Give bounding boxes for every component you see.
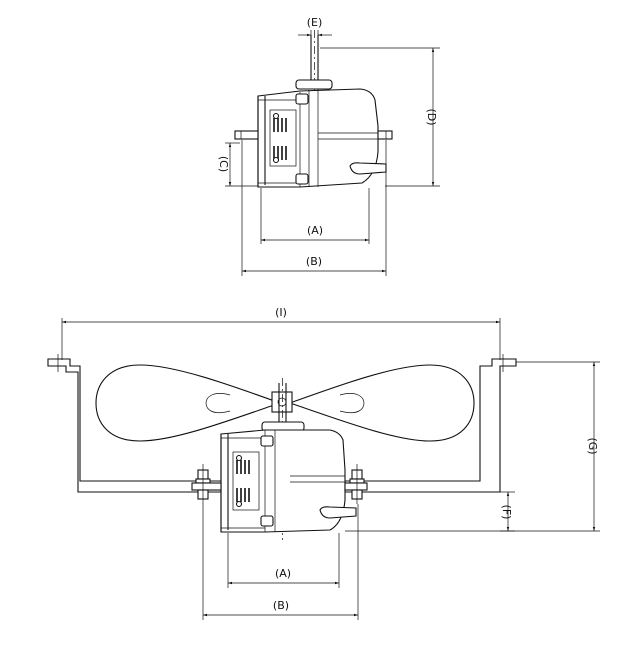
fan-stator-winding [232,451,260,511]
dimension-d: (D) [320,47,440,187]
label-c: (C) [217,156,230,172]
label-g: (G) [586,437,599,454]
label-i: (I) [275,306,287,319]
shaft-collar [295,79,333,90]
dimension-a-top: (A) [260,188,370,244]
motor-side-view [234,30,393,188]
fan-cable-gland [319,506,357,519]
dimension-f: (F) [345,491,515,532]
dimension-b-top: (B) [241,140,387,276]
dimension-b-bottom: (B) [202,504,359,620]
label-f: (F) [500,505,513,520]
mounting-lug-right [377,130,393,140]
end-cap-bottom [295,173,309,185]
cable-gland [349,162,387,175]
label-d: (D) [425,108,438,125]
dimension-g: (G) [500,361,600,532]
dimension-c: (C) [217,142,258,187]
mounting-lug-left [234,130,259,140]
bolt-left [191,464,222,504]
dimension-i: (I) [61,306,501,360]
label-b-bottom: (B) [273,599,289,612]
bolt-right [344,464,368,504]
fan-motor-body [220,429,346,533]
dimension-a-bottom: (A) [227,533,340,588]
fan-hub [271,391,293,413]
fan-end-cap-bottom [260,515,274,527]
label-a-top: (A) [307,224,323,237]
label-e: (E) [307,16,323,29]
label-a-bottom: (A) [275,567,291,580]
fan-assembly [47,354,517,540]
motor-body [257,88,379,188]
mounting-bracket [47,358,517,493]
dimension-e: (E) [298,16,332,38]
stator-winding [269,109,297,167]
label-b-top: (B) [306,255,322,268]
end-cap-top [295,93,309,105]
fan-blade-right [288,364,475,442]
fan-end-cap-top [260,435,274,447]
fan-blade-left [95,364,282,442]
